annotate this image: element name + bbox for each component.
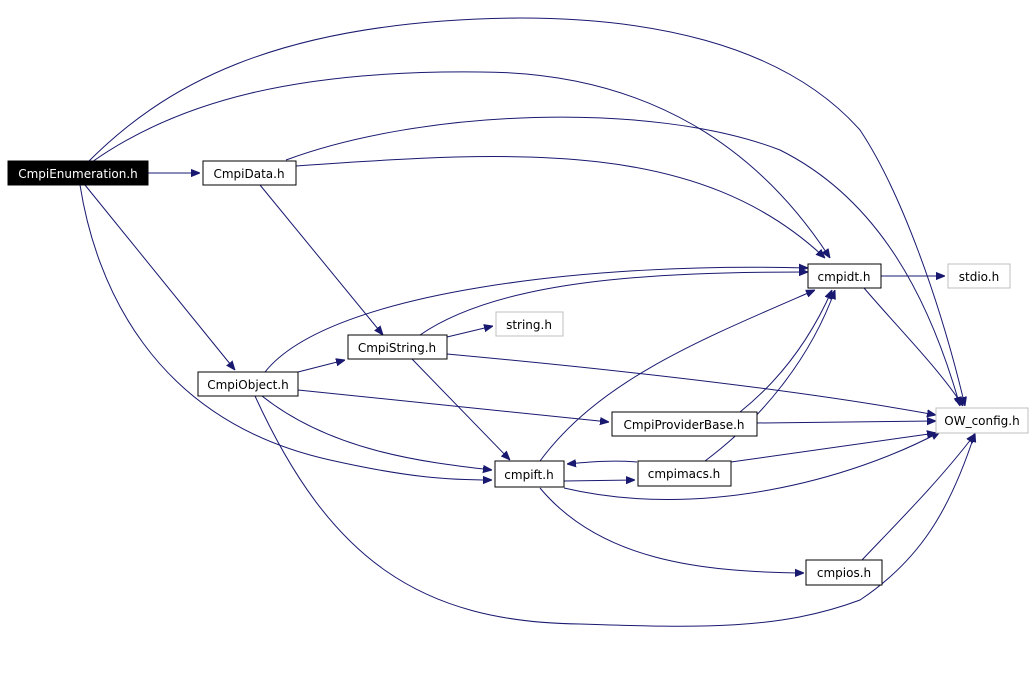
node-ow-config[interactable]: OW_config.h bbox=[935, 407, 1029, 434]
edge-cmpift-to-cmpios bbox=[539, 487, 804, 573]
edge-cmpift-to-cmpimacs bbox=[563, 480, 635, 481]
node-label: string.h bbox=[506, 318, 552, 332]
edge-cmpienumeration-to-cmpidt bbox=[91, 71, 830, 258]
edge-cmpios-to-ow-config bbox=[861, 434, 975, 561]
node-label: CmpiData.h bbox=[213, 167, 284, 181]
node-label: cmpios.h bbox=[817, 566, 871, 580]
node-cmpimacs[interactable]: cmpimacs.h bbox=[637, 460, 732, 487]
edge-cmpimacs-to-cmpidt bbox=[704, 290, 835, 462]
edge-cmpiobject-to-ow-config bbox=[254, 395, 975, 627]
node-cmpienumeration[interactable]: CmpiEnumeration.h bbox=[7, 160, 149, 186]
node-cmpidata[interactable]: CmpiData.h bbox=[202, 160, 297, 186]
node-cmpift[interactable]: cmpift.h bbox=[494, 460, 565, 488]
node-label: cmpift.h bbox=[504, 468, 553, 482]
edge-cmpistring-to-cmpift bbox=[411, 358, 510, 460]
node-label: OW_config.h bbox=[944, 414, 1019, 428]
node-label: cmpimacs.h bbox=[648, 467, 721, 481]
node-cmpidt[interactable]: cmpidt.h bbox=[807, 263, 882, 289]
edge-cmpift-to-cmpidt bbox=[539, 290, 815, 462]
node-label: CmpiString.h bbox=[358, 341, 436, 355]
edge-cmpiobject-to-cmpiproviderbase bbox=[297, 389, 609, 422]
edge-cmpift-to-ow-config bbox=[563, 432, 940, 500]
node-cmpiobject[interactable]: CmpiObject.h bbox=[197, 371, 299, 397]
edges bbox=[79, 17, 975, 627]
node-cmpios[interactable]: cmpios.h bbox=[805, 559, 883, 586]
edge-cmpienumeration-to-cmpiobject bbox=[84, 184, 235, 370]
edge-cmpidt-to-ow-config bbox=[863, 287, 963, 406]
node-label: CmpiProviderBase.h bbox=[623, 418, 744, 432]
node-stdio-h[interactable]: stdio.h bbox=[947, 263, 1011, 289]
edge-cmpidata-to-cmpidt bbox=[295, 155, 825, 258]
node-label: CmpiObject.h bbox=[207, 378, 289, 392]
edge-cmpienumeration-to-cmpift bbox=[79, 184, 492, 480]
edge-cmpimacs-to-ow-config bbox=[730, 433, 936, 463]
edge-cmpidata-to-cmpistring bbox=[259, 184, 383, 335]
edge-cmpienumeration-to-ow-config bbox=[87, 17, 965, 406]
edge-cmpistring-to-cmpidt bbox=[419, 272, 808, 336]
edge-cmpiproviderbase-to-cmpidt bbox=[739, 290, 832, 413]
node-label: cmpidt.h bbox=[818, 270, 871, 284]
edge-cmpimacs-to-cmpift bbox=[567, 461, 638, 464]
edge-cmpiobject-to-cmpistring bbox=[297, 360, 345, 373]
node-string-h[interactable]: string.h bbox=[495, 311, 564, 337]
node-label: stdio.h bbox=[959, 270, 999, 284]
node-cmpistring[interactable]: CmpiString.h bbox=[347, 334, 448, 360]
edge-cmpiobject-to-cmpidt bbox=[264, 267, 808, 373]
node-cmpiproviderbase[interactable]: CmpiProviderBase.h bbox=[611, 411, 758, 437]
node-label: CmpiEnumeration.h bbox=[18, 167, 138, 181]
edge-cmpidata-to-ow-config bbox=[285, 116, 960, 406]
edge-cmpistring-to-string-h bbox=[446, 326, 493, 338]
edge-cmpiproviderbase-to-ow-config bbox=[756, 421, 936, 423]
edge-cmpiobject-to-cmpift bbox=[261, 395, 492, 470]
edge-cmpistring-to-ow-config bbox=[446, 353, 936, 415]
